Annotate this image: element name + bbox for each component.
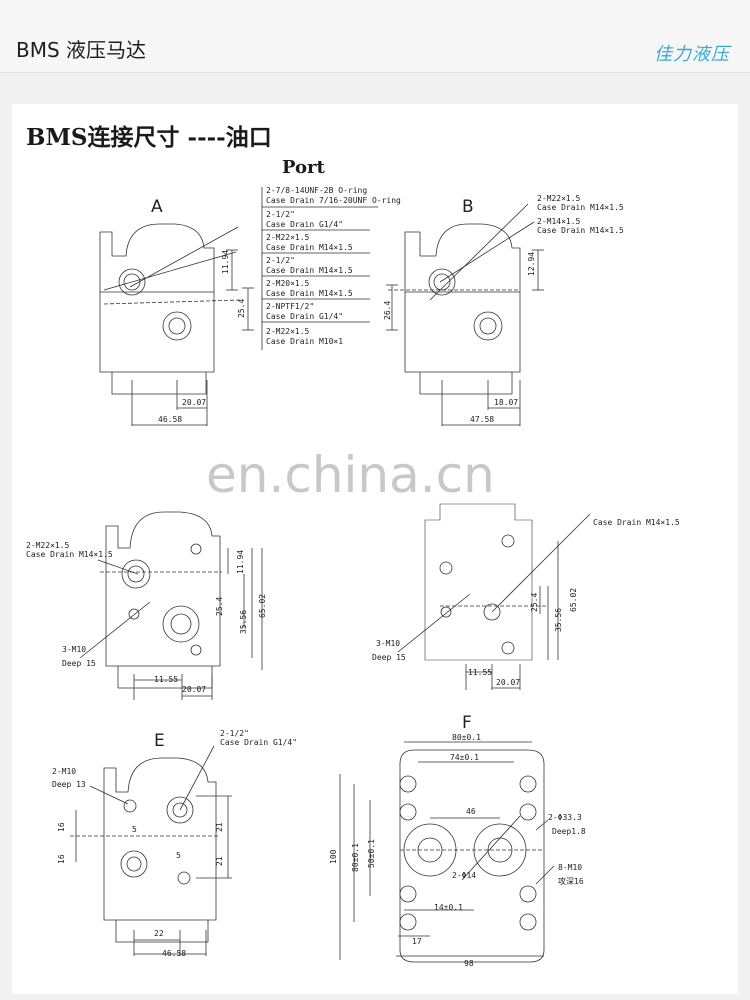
port-row-6-line1: 2-NPTF1/2" xyxy=(266,302,314,311)
port-row-2-line1: 2-1/2" xyxy=(266,210,295,219)
callout-e-1: 2-1/2" xyxy=(220,729,249,738)
port-row-5-line1: 2-M20×1.5 xyxy=(266,279,310,288)
callout-f-2: Deep1.8 xyxy=(552,827,586,836)
dim-c-h4: 65.02 xyxy=(258,594,267,618)
dim-d-h3: 35.56 xyxy=(554,608,563,632)
dim-c-w1: 11.55 xyxy=(154,675,178,684)
callout-e-4: Deep 13 xyxy=(52,780,86,789)
page-header: BMS 液压马达 佳力液压 xyxy=(0,0,750,73)
callout-b-4: Case Drain M14×1.5 xyxy=(537,226,624,235)
dim-a-h1: 11.94 xyxy=(221,250,230,274)
callout-f-3: 2-Φ14 xyxy=(452,871,476,880)
dim-e-w2: 46.58 xyxy=(162,949,186,958)
dim-f-w1: 80±0.1 xyxy=(452,733,481,742)
dim-c-h1: 11.94 xyxy=(236,550,245,574)
callout-b-1: 2-M22×1.5 xyxy=(537,194,581,203)
dim-d-h2: 25.4 xyxy=(530,593,539,612)
callout-d-3: Deep 15 xyxy=(372,653,406,662)
dim-b-h1: 12.94 xyxy=(527,252,536,276)
callout-e-2: Case Drain G1/4" xyxy=(220,738,297,747)
dim-a-w2: 46.58 xyxy=(158,415,182,424)
view-b-label: B xyxy=(462,197,474,217)
dim-c-w2: 20.07 xyxy=(182,685,206,694)
view-e-drawing xyxy=(70,745,232,956)
callout-c-3: 3-M10 xyxy=(62,645,86,654)
dim-f-c: 46 xyxy=(466,807,476,816)
dim-f-w2: 74±0.1 xyxy=(450,753,479,762)
port-row-4-line2: Case Drain M14×1.5 xyxy=(266,266,353,275)
view-a-label: A xyxy=(151,197,163,217)
port-table-lines xyxy=(261,187,378,350)
port-row-2-line2: Case Drain G1/4" xyxy=(266,220,343,229)
view-f-label: F xyxy=(462,713,472,733)
dim-a-h2: 25.4 xyxy=(237,299,246,318)
view-a-drawing xyxy=(99,223,254,426)
dim-f-h3: 50±0.1 xyxy=(367,839,376,868)
dim-f-w3: 14±0.1 xyxy=(434,903,463,912)
port-row-5-line2: Case Drain M14×1.5 xyxy=(266,289,353,298)
port-row-7-line1: 2-M22×1.5 xyxy=(266,327,310,336)
port-row-3-line1: 2-M22×1.5 xyxy=(266,233,310,242)
callout-b-2: Case Drain M14×1.5 xyxy=(537,203,624,212)
dim-f-h2: 80±0.1 xyxy=(351,843,360,872)
callout-c-4: Deep 15 xyxy=(62,659,96,668)
callout-c-2: Case Drain M14×1.5 xyxy=(26,550,113,559)
header-title: BMS 液压马达 xyxy=(16,38,147,62)
view-e-label: E xyxy=(154,731,165,751)
view-b-drawing xyxy=(386,203,544,426)
port-row-7-line2: Case Drain M10×1 xyxy=(266,337,343,346)
view-d-drawing xyxy=(397,503,591,690)
dim-e-s2: 5 xyxy=(176,851,181,860)
dim-e-v1: 16 xyxy=(57,822,66,832)
callout-f-5: 攻深16 xyxy=(558,876,584,886)
port-row-3-line2: Case Drain M14×1.5 xyxy=(266,243,353,252)
callout-f-1: 2-Φ33.3 xyxy=(548,813,582,822)
dim-a-w1: 20.07 xyxy=(182,398,206,407)
view-c-drawing xyxy=(79,511,263,700)
dim-f-w4: 17 xyxy=(412,937,422,946)
dim-b-w1: 18.07 xyxy=(494,398,518,407)
callout-f-4: 8-M10 xyxy=(558,863,582,872)
dim-d-w1: 11.55 xyxy=(468,668,492,677)
dim-e-w1: 22 xyxy=(154,929,164,938)
callout-d-2: 3-M10 xyxy=(376,639,400,648)
view-f-drawing xyxy=(339,741,555,963)
port-row-6-line2: Case Drain G1/4" xyxy=(266,312,343,321)
port-row-1-line2: Case Drain 7/16-20UNF O-ring xyxy=(266,196,401,205)
dim-e-v4: 21 xyxy=(215,856,224,866)
dim-c-h2: 25.4 xyxy=(215,597,224,616)
dim-b-h2: 26.4 xyxy=(383,301,392,320)
callout-b-3: 2-M14×1.5 xyxy=(537,217,581,226)
content-panel xyxy=(12,104,738,994)
callout-c-1: 2-M22×1.5 xyxy=(26,541,70,550)
watermark: en.china.cn xyxy=(206,446,495,504)
dim-f-h1: 100 xyxy=(329,849,338,864)
port-row-1-line1: 2-7/8-14UNF-2B O-ring xyxy=(266,186,367,195)
dim-b-w2: 47.58 xyxy=(470,415,494,424)
callout-d-1: Case Drain M14×1.5 xyxy=(593,518,680,527)
dim-d-h4: 65.02 xyxy=(569,588,578,612)
callout-e-3: 2-M10 xyxy=(52,767,76,776)
brand-logo: 佳力液压 xyxy=(654,44,730,65)
dim-c-h3: 35.56 xyxy=(239,610,248,634)
dim-e-v3: 21 xyxy=(215,822,224,832)
dim-e-v2: 16 xyxy=(57,854,66,864)
port-title: Port xyxy=(282,157,325,178)
section-title: BMS连接尺寸 ----油口 xyxy=(26,124,272,151)
dim-d-w2: 20.07 xyxy=(496,678,520,687)
dim-e-s1: 5 xyxy=(132,825,137,834)
dim-f-w5: 98 xyxy=(464,959,474,968)
port-row-4-line1: 2-1/2" xyxy=(266,256,295,265)
